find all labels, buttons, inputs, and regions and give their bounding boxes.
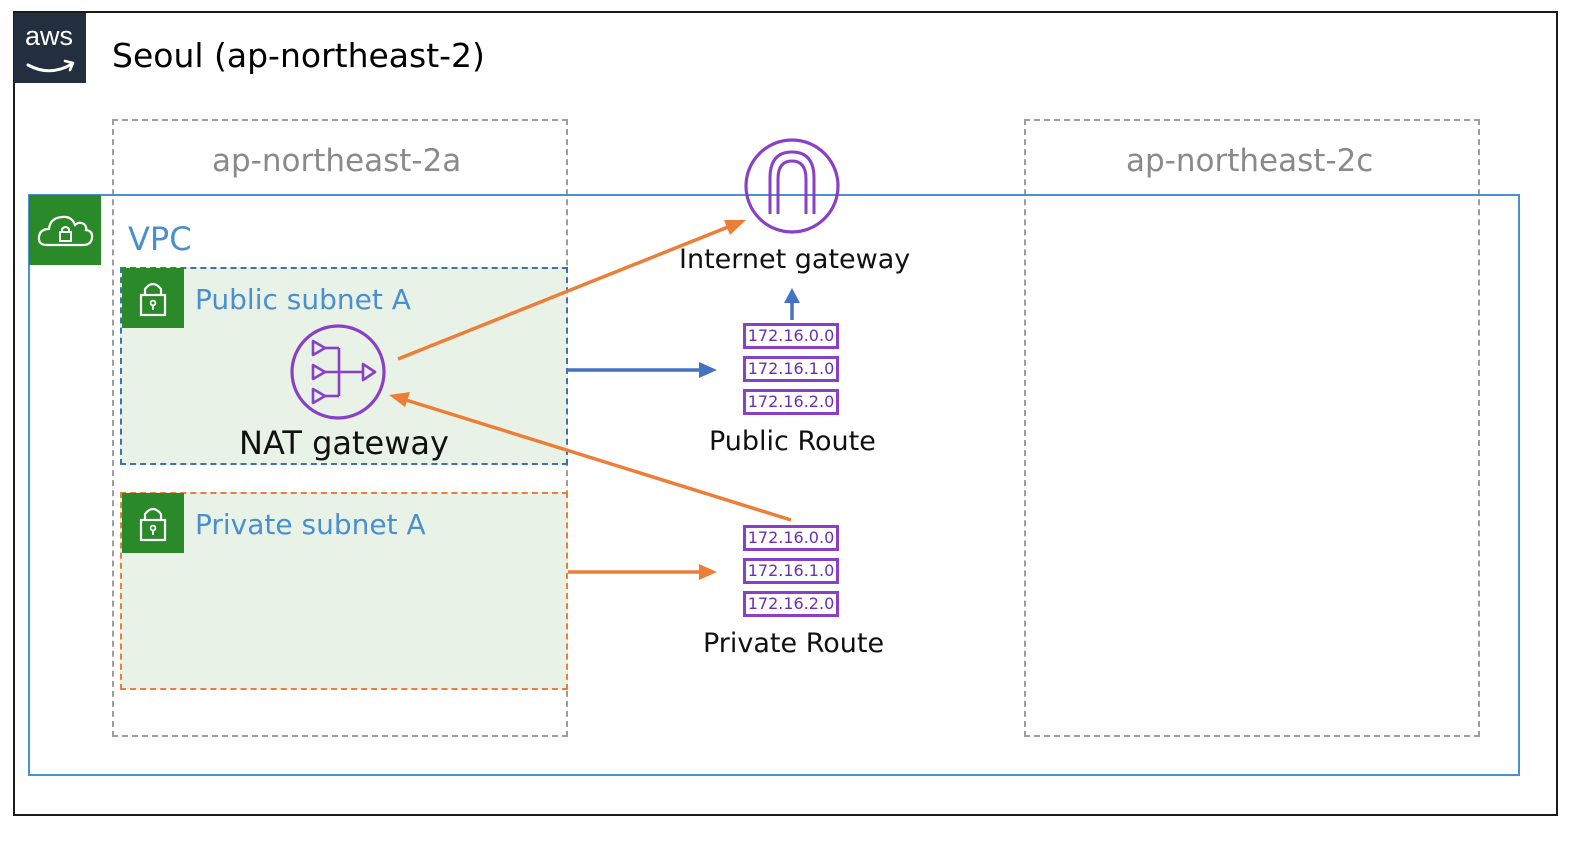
vpc-label: VPC	[128, 220, 192, 258]
private-subnet-to-route-arrow	[568, 564, 717, 580]
cloud-lock-icon	[37, 215, 94, 247]
az-label-2a: ap-northeast-2a	[212, 143, 462, 179]
private-subnet-badge	[122, 493, 184, 553]
public-subnet-to-route-arrow	[568, 362, 717, 378]
aws-logo-text: aws	[25, 21, 74, 51]
nat-to-internet-gateway-arrow	[397, 220, 746, 361]
public-route-table: 172.16.0.0 172.16.1.0 172.16.2.0	[743, 323, 839, 415]
route-entry: 172.16.1.0	[743, 356, 839, 382]
private-route-label: Private Route	[703, 628, 885, 659]
aws-logo-badge: aws	[14, 13, 86, 83]
padlock-icon	[139, 282, 167, 317]
availability-zone-2c	[1024, 119, 1480, 737]
private-route-to-nat-arrow	[389, 392, 792, 522]
region-title: Seoul (ap-northeast-2)	[112, 36, 485, 75]
region-frame	[13, 11, 1558, 816]
public-route-to-internet-gateway-arrow	[784, 288, 800, 320]
padlock-icon	[139, 507, 167, 542]
public-route-label: Public Route	[709, 426, 876, 457]
route-entry: 172.16.2.0	[743, 389, 839, 415]
internet-gateway-icon	[744, 138, 840, 234]
route-entry: 172.16.1.0	[743, 558, 839, 584]
nat-gateway-icon	[290, 324, 386, 420]
internet-gateway-label: Internet gateway	[679, 244, 911, 275]
public-subnet-badge	[122, 268, 184, 328]
private-subnet-label: Private subnet A	[195, 508, 426, 541]
route-entry: 172.16.0.0	[743, 323, 839, 349]
public-subnet-a	[120, 267, 568, 465]
aws-smile-arrow-icon	[26, 59, 75, 73]
nat-gateway-label: NAT gateway	[239, 424, 449, 462]
vpc-boundary	[28, 194, 1520, 776]
private-route-table: 172.16.0.0 172.16.1.0 172.16.2.0	[743, 525, 839, 617]
az-label-2c: ap-northeast-2c	[1126, 143, 1374, 179]
route-entry: 172.16.0.0	[743, 525, 839, 551]
public-subnet-label: Public subnet A	[195, 283, 411, 316]
vpc-badge	[29, 195, 101, 265]
private-subnet-a	[120, 492, 568, 690]
route-entry: 172.16.2.0	[743, 591, 839, 617]
